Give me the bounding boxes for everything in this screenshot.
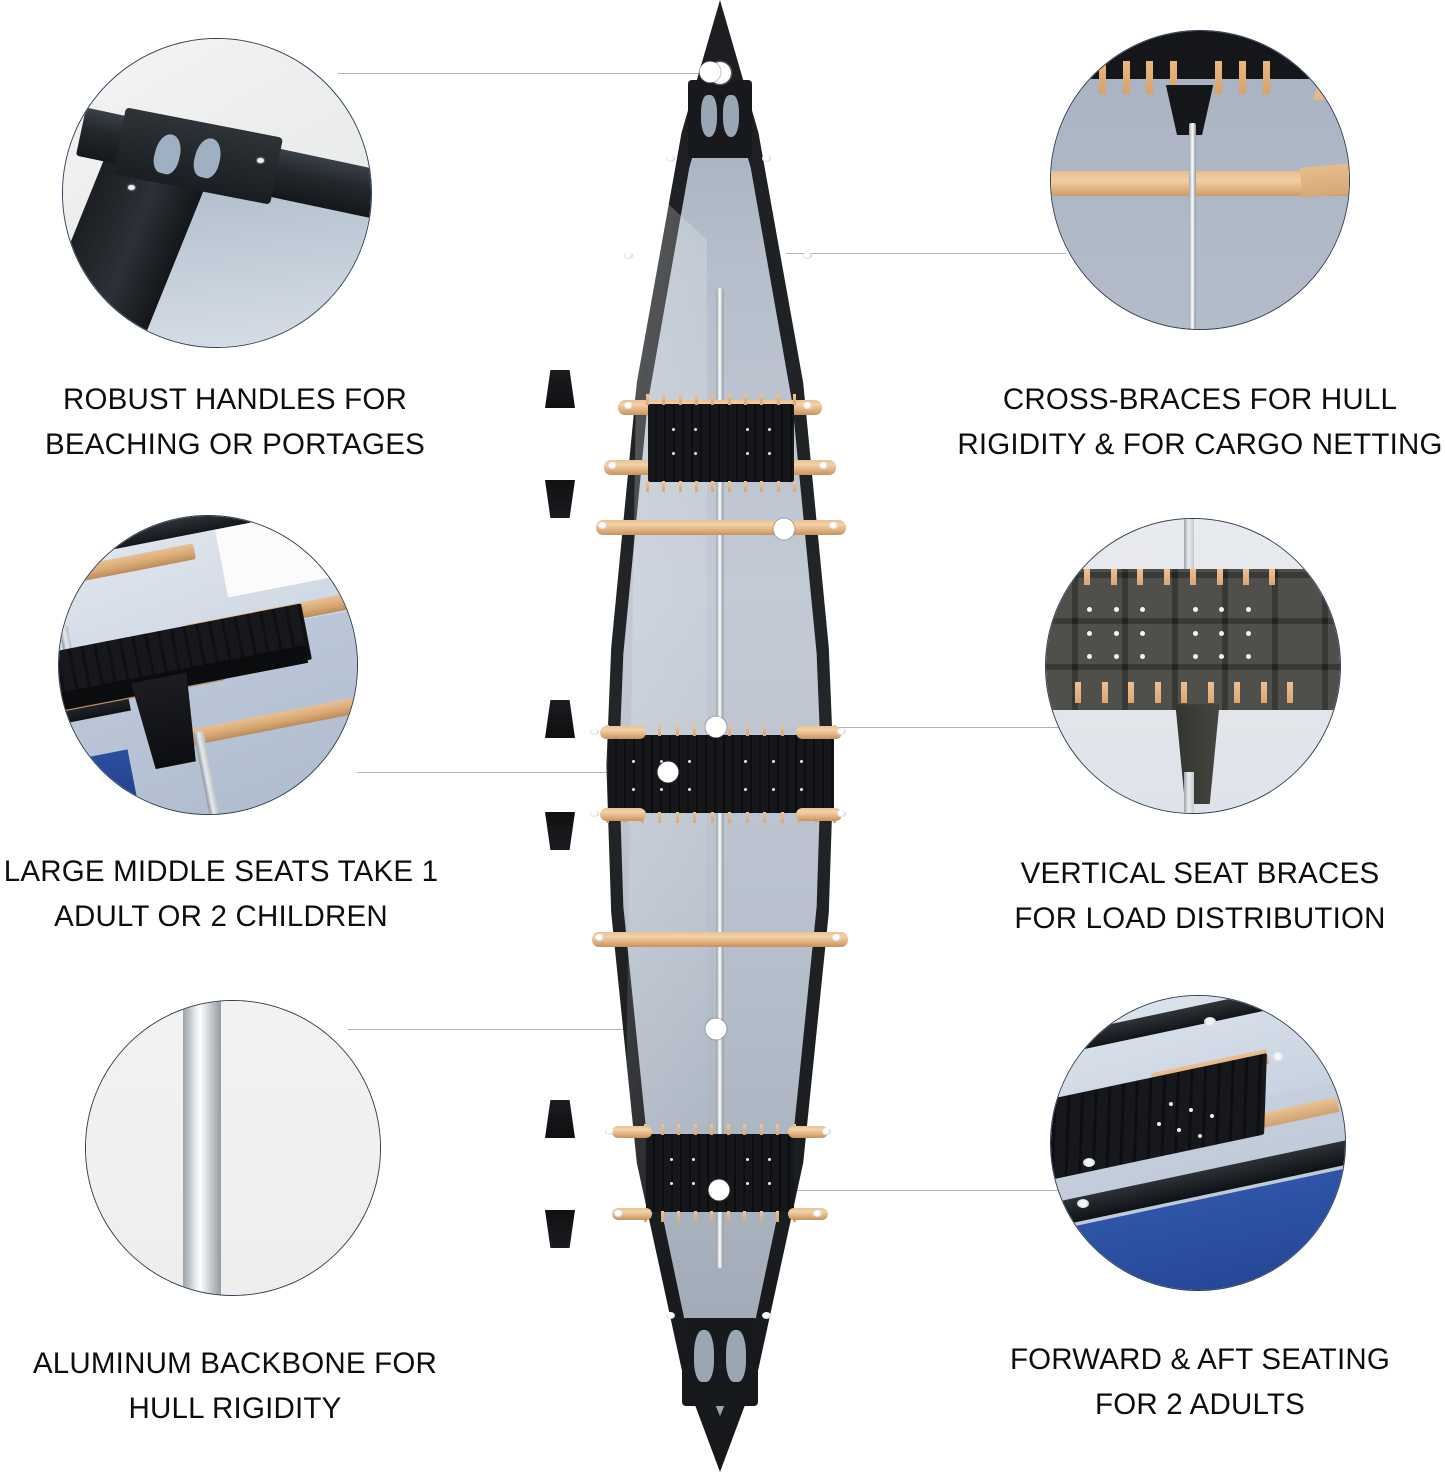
callout-cross-braces: CROSS-BRACES FOR HULL RIGIDITY & FOR CAR… [955, 0, 1445, 480]
detail-image-aluminum-tube [85, 1000, 381, 1296]
hull-rivet [803, 402, 813, 409]
caption-line-2: ADULT OR 2 CHILDREN [54, 899, 388, 933]
caption-vertical-seat-braces: VERTICAL SEAT BRACES FOR LOAD DISTRIBUTI… [955, 852, 1445, 942]
caption-line-2: BEACHING OR PORTAGES [45, 427, 425, 461]
detail-image-cross-brace [1050, 30, 1350, 330]
caption-line-2: FOR 2 ADULTS [1094, 1387, 1306, 1421]
hull-rivet [604, 1128, 614, 1135]
hull-rivet [598, 522, 608, 529]
caption-line-1: VERTICAL SEAT BRACES [1020, 857, 1380, 890]
marker-cross-brace [773, 518, 795, 540]
forward-seat-brace-lower [545, 480, 575, 518]
leader-line-vertical-braces [716, 727, 1059, 728]
leader-line-middle-seats [357, 772, 669, 773]
hull-rivet [614, 1210, 624, 1217]
caption-line-1: ALUMINUM BACKBONE FOR [32, 1347, 438, 1380]
marker-seat-brace [705, 716, 727, 738]
middle-seat-brace-lower [545, 812, 575, 850]
hull-rivet [836, 728, 846, 735]
forward-seat-webbing [648, 404, 794, 482]
caption-line-2: HULL RIGIDITY [128, 1391, 342, 1425]
caption-robust-handles: ROBUST HANDLES FOR BEACHING OR PORTAGES [0, 378, 470, 468]
hull-rivet [590, 810, 600, 817]
caption-forward-aft-seating: FORWARD & AFT SEATING FOR 2 ADULTS [955, 1338, 1445, 1428]
aft-seat-brace-upper [545, 1100, 575, 1138]
caption-cross-braces: CROSS-BRACES FOR HULL RIGIDITY & FOR CAR… [955, 378, 1445, 468]
hull-rivet [608, 462, 617, 469]
detail-image-aft-seat [1050, 995, 1346, 1291]
middle-seat-brace-upper [545, 700, 575, 738]
callout-aluminum-backbone: ALUMINUM BACKBONE FOR HULL RIGIDITY [0, 960, 470, 1460]
callout-robust-handles: ROBUST HANDLES FOR BEACHING OR PORTAGES [0, 0, 470, 480]
marker-bow-handle [699, 61, 721, 83]
hull-rivet [822, 1128, 832, 1135]
thwart-mid-forward [596, 520, 846, 535]
aft-seat-brace-lower [545, 1210, 575, 1248]
hull-sheen [624, 176, 708, 1237]
caption-line-1: LARGE MIDDLE SEATS TAKE 1 [3, 855, 439, 888]
marker-backbone [705, 1018, 727, 1040]
caption-large-middle-seats: LARGE MIDDLE SEATS TAKE 1 ADULT OR 2 CHI… [0, 850, 456, 940]
hull-rivet [590, 728, 600, 735]
canoe-top-view [545, 0, 880, 1472]
hull-rivet [832, 934, 841, 941]
caption-line-1: ROBUST HANDLES FOR [62, 383, 407, 416]
hull-rivet [803, 252, 813, 259]
hull-rivet [595, 934, 605, 941]
caption-line-1: CROSS-BRACES FOR HULL [1002, 383, 1398, 416]
caption-aluminum-backbone: ALUMINUM BACKBONE FOR HULL RIGIDITY [0, 1342, 470, 1432]
hull-rivet [836, 810, 846, 817]
thwart-mid-aft [592, 932, 848, 947]
middle-seat-webbing [608, 735, 834, 813]
hull-rivet [828, 522, 838, 529]
detail-image-middle-seat [58, 515, 358, 815]
leader-line-cross-braces [786, 253, 1066, 254]
forward-seat-brace-upper [545, 370, 575, 408]
caption-line-2: RIGIDITY & FOR CARGO NETTING [957, 427, 1443, 461]
hull-rivet [624, 402, 633, 409]
callout-vertical-seat-braces: VERTICAL SEAT BRACES FOR LOAD DISTRIBUTI… [955, 480, 1445, 960]
marker-middle-seat [657, 761, 679, 783]
leader-line-backbone [348, 1029, 717, 1030]
caption-line-2: FOR LOAD DISTRIBUTION [1014, 901, 1386, 935]
callout-large-middle-seats: LARGE MIDDLE SEATS TAKE 1 ADULT OR 2 CHI… [0, 480, 470, 960]
callout-forward-aft-seating: FORWARD & AFT SEATING FOR 2 ADULTS [955, 960, 1445, 1460]
marker-aft-seat [708, 1179, 730, 1201]
detail-image-seat-webbing [1045, 518, 1341, 814]
detail-image-bow-handle [62, 38, 372, 348]
aft-seat-webbing [646, 1134, 794, 1212]
leader-line-forward-aft [719, 1190, 1069, 1191]
leader-line-robust-handles [338, 73, 710, 74]
hull-rivet [812, 1210, 822, 1217]
hull-rivet [624, 252, 633, 259]
caption-line-1: FORWARD & AFT SEATING [1009, 1343, 1391, 1376]
hull-rivet [819, 462, 829, 469]
